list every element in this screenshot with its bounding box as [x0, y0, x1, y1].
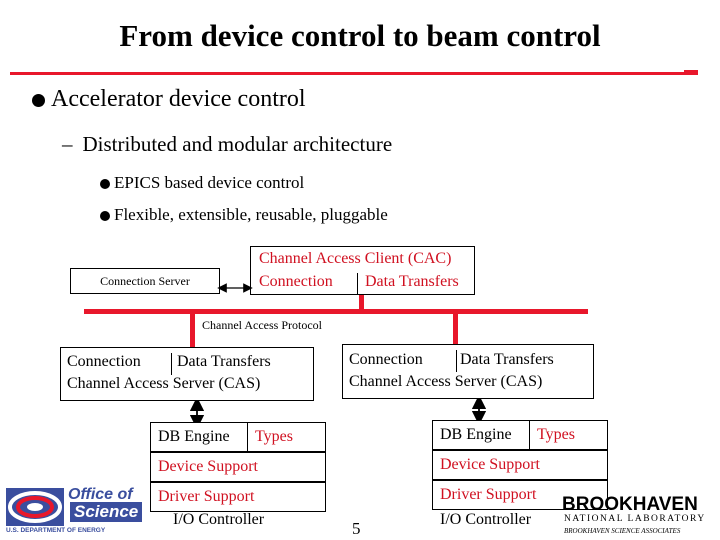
- cas-left-box: Connection Data Transfers Channel Access…: [60, 347, 314, 401]
- doe-swirl-icon: [6, 488, 64, 526]
- brookhaven-logo: BROOKHAVEN NATIONAL LABORATORY BROOKHAVE…: [562, 494, 717, 538]
- ioc-left-types: Types: [255, 428, 293, 445]
- cac-divider: [357, 273, 358, 295]
- cas-right-box: Connection Data Transfers Channel Access…: [342, 344, 594, 399]
- ioc-left-label: I/O Controller: [173, 511, 265, 528]
- cac-data-transfers: Data Transfers: [365, 273, 459, 290]
- ioc-left-db-row: DB Engine Types: [150, 422, 326, 452]
- ioc-right-db-row: DB Engine Types: [432, 420, 608, 450]
- cas-right-divider: [456, 350, 457, 372]
- cas-left-connection: Connection: [67, 353, 141, 370]
- page-number: 5: [352, 519, 361, 538]
- ioc-right-db-divider: [529, 421, 530, 449]
- brookhaven-line1: BROOKHAVEN: [562, 494, 698, 515]
- ioc-right-device-support: Device Support: [432, 450, 608, 480]
- title-underline-tab: [684, 70, 698, 73]
- ioc-right-driver-support-label: Driver Support: [440, 486, 537, 503]
- cac-bus-riser: [359, 295, 364, 311]
- cac-title: Channel Access Client (CAC): [259, 250, 452, 267]
- ioc-left-driver-support: Driver Support: [150, 482, 326, 512]
- bullet-dot-icon: [100, 211, 110, 222]
- ioc-left-device-support: Device Support: [150, 452, 326, 482]
- connection-server-label: Connection Server: [100, 274, 190, 288]
- bullet-level1: Accelerator device control: [32, 86, 306, 113]
- cac-connection: Connection: [259, 273, 333, 290]
- bullet-dot-icon: [32, 93, 45, 107]
- office-of-science-line2: Science: [70, 502, 143, 522]
- office-of-science-logo: Office of Science U.S. DEPARTMENT OF ENE…: [6, 486, 152, 536]
- cas-left-title: Channel Access Server (CAS): [67, 375, 261, 392]
- cas-left-data-transfers: Data Transfers: [177, 353, 271, 370]
- bullet-level3-epics: EPICS based device control: [100, 173, 304, 193]
- ioc-left-driver-support-label: Driver Support: [158, 488, 255, 505]
- connection-server-box: Connection Server: [70, 268, 220, 294]
- ioc-right-types: Types: [537, 426, 575, 443]
- ioc-right-driver-support: Driver Support: [432, 480, 608, 510]
- slide-title: From device control to beam control: [119, 18, 601, 53]
- ioc-left-device-support-label: Device Support: [158, 458, 258, 475]
- brookhaven-line3: BROOKHAVEN SCIENCE ASSOCIATES: [564, 527, 681, 535]
- ioc-left-db-divider: [247, 423, 248, 451]
- ioc-right-db-engine: DB Engine: [440, 426, 512, 443]
- left-cas-riser: [190, 312, 195, 348]
- ioc-right-device-support-label: Device Support: [440, 456, 540, 473]
- right-cas-riser: [453, 312, 458, 345]
- protocol-label: Channel Access Protocol: [202, 318, 322, 332]
- cas-left-divider: [171, 353, 172, 375]
- cac-box: Channel Access Client (CAC) Connection D…: [250, 246, 475, 295]
- bullet-level2: –Distributed and modular architecture: [62, 132, 393, 156]
- office-of-science-sub: U.S. DEPARTMENT OF ENERGY: [6, 527, 106, 534]
- protocol-bus: [84, 309, 588, 314]
- bullet-level3-flexible: Flexible, extensible, reusable, pluggabl…: [100, 205, 388, 225]
- bullet-dot-icon: [100, 179, 110, 190]
- ioc-left-db-engine: DB Engine: [158, 428, 230, 445]
- cas-right-data-transfers: Data Transfers: [460, 351, 554, 368]
- cas-right-connection: Connection: [349, 351, 423, 368]
- cas-right-title: Channel Access Server (CAS): [349, 373, 543, 390]
- office-of-science-line1: Office of: [68, 486, 133, 503]
- ioc-right-label: I/O Controller: [440, 511, 532, 528]
- title-underline: [10, 72, 698, 75]
- brookhaven-line2: NATIONAL LABORATORY: [564, 514, 706, 524]
